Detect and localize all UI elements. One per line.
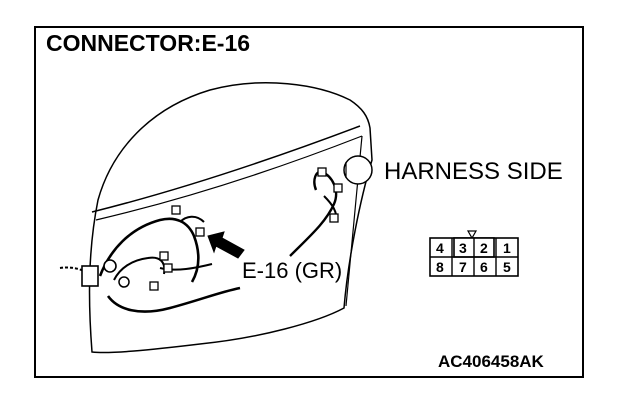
pin-label: 3 bbox=[459, 240, 467, 256]
door-edge-inner bbox=[95, 135, 363, 221]
diagram-frame bbox=[34, 26, 584, 378]
grommet bbox=[81, 265, 99, 287]
connector-face: 4 3 2 1 8 7 6 5 bbox=[429, 230, 519, 277]
pin-label: 7 bbox=[459, 259, 467, 275]
harness-side-label: HARNESS SIDE bbox=[384, 158, 563, 185]
diagram-title: CONNECTOR:E-16 bbox=[46, 30, 251, 56]
pin-label: 2 bbox=[480, 240, 488, 256]
harness-side-marker bbox=[343, 155, 373, 185]
door-panel bbox=[88, 82, 373, 354]
connector-label: E-16 (GR) bbox=[242, 258, 343, 283]
wiring-harness-left bbox=[98, 217, 200, 283]
pin-label: 5 bbox=[503, 259, 511, 275]
pin-label: 8 bbox=[436, 259, 444, 275]
pointer-arrow-icon bbox=[207, 231, 245, 259]
pin-label: 1 bbox=[503, 240, 511, 256]
wiring-harness-right bbox=[289, 170, 338, 257]
pin-label: 6 bbox=[480, 259, 488, 275]
pin-label: 4 bbox=[436, 240, 444, 256]
reference-code: AC406458AK bbox=[438, 352, 544, 371]
door-edge bbox=[91, 125, 361, 213]
